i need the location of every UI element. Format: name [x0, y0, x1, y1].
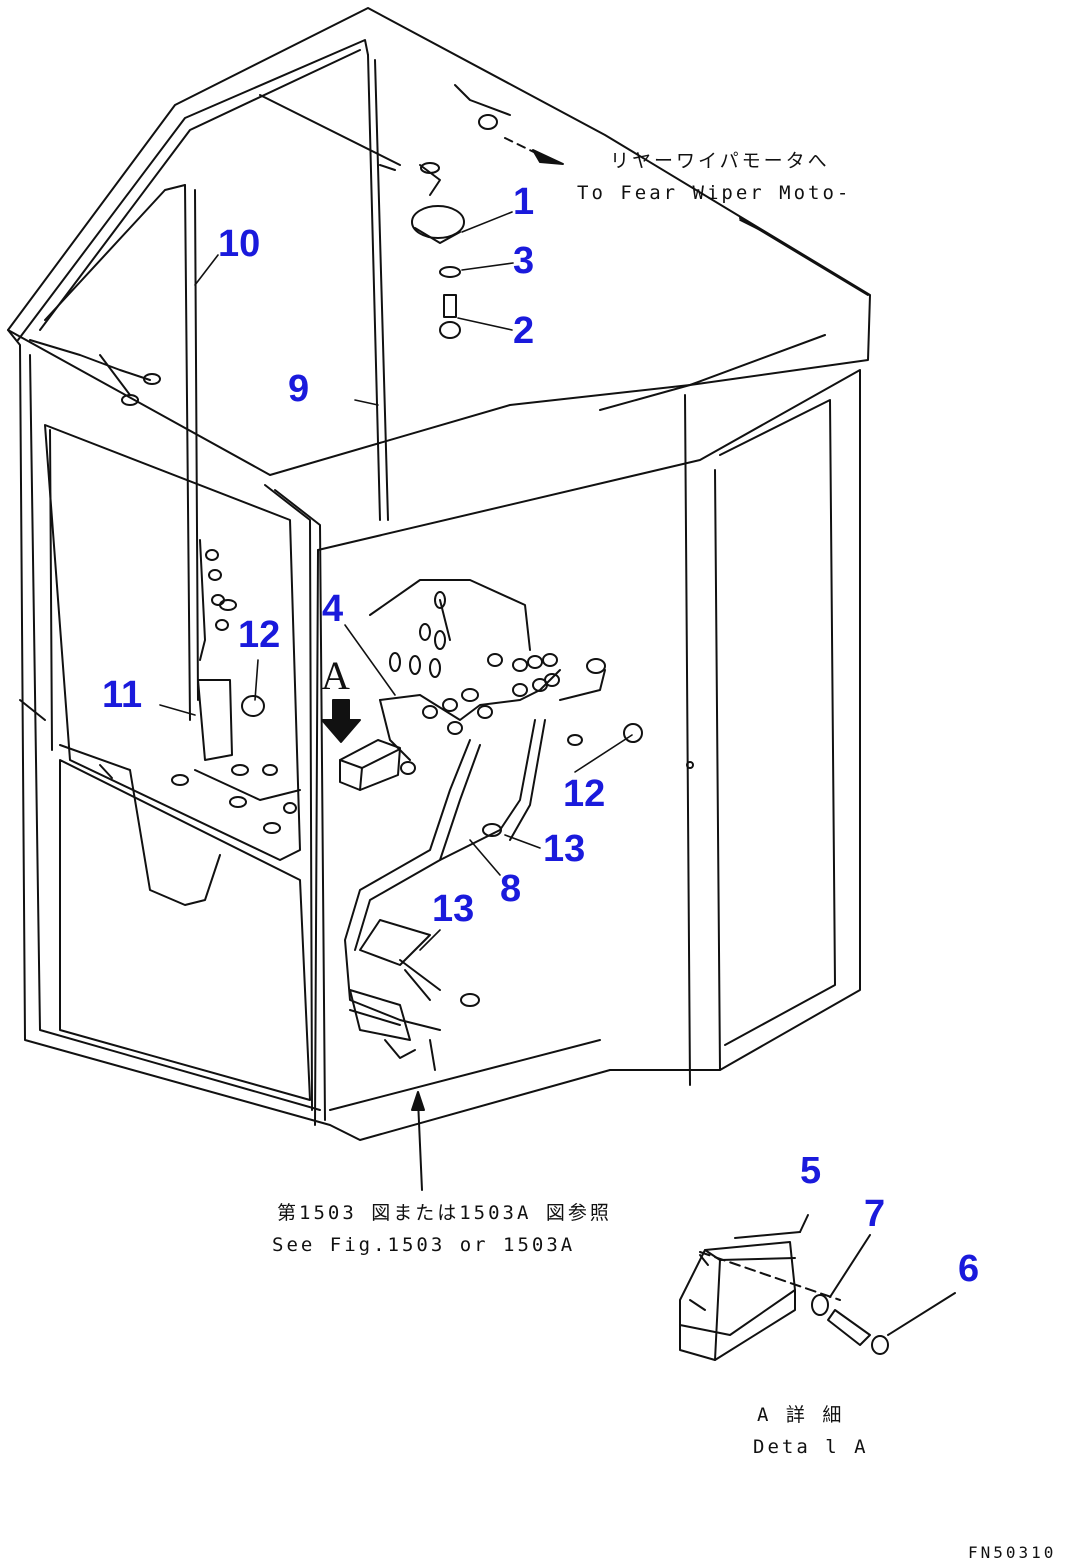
- view-a-label: A: [321, 653, 350, 698]
- callout-4: 4: [322, 588, 344, 630]
- cab-pillars: [44, 54, 721, 1121]
- grommet-right: [623, 723, 694, 769]
- callout-13-right: 13: [543, 828, 586, 870]
- detail-a-title-jp: A 詳 細: [757, 1404, 845, 1426]
- callout-8: 8: [500, 868, 522, 910]
- detail-a-title-en: Deta l A: [753, 1436, 869, 1458]
- callout-6: 6: [958, 1248, 980, 1290]
- callout-7: 7: [864, 1193, 886, 1235]
- callout-9: 9: [288, 368, 310, 410]
- callout-12-right: 12: [563, 773, 606, 815]
- callout-13-left: 13: [432, 888, 475, 930]
- callout-12-left: 12: [238, 614, 281, 656]
- see-fig-arrow: [411, 1091, 425, 1191]
- cab-left-side: [7, 329, 611, 1141]
- callout-5: 5: [800, 1150, 822, 1192]
- roof-harness: [29, 84, 541, 406]
- detail-a-drawing: [679, 1214, 956, 1361]
- see-fig-note-en: See Fig.1503 or 1503A: [272, 1234, 576, 1256]
- callout-2: 2: [513, 310, 535, 352]
- callout-11: 11: [102, 674, 143, 716]
- rear-wiper-note-jp: リヤーワイパモータへ: [610, 150, 830, 172]
- cab-right-side: [314, 369, 861, 1126]
- pillar-harness: [59, 539, 301, 906]
- floor-connector: [349, 989, 436, 1071]
- cab-roof: [7, 7, 871, 476]
- see-fig-note-jp: 第1503 図または1503A 図参照: [277, 1202, 612, 1224]
- drawing-code: FN50310: [968, 1543, 1057, 1562]
- view-a-arrow: [321, 699, 361, 743]
- main-harness: [344, 579, 606, 1031]
- callout-3: 3: [513, 240, 535, 282]
- relay-box: [339, 739, 401, 791]
- rear-wiper-note-en: To Fear Wiper Moto-: [577, 182, 852, 204]
- callout-1: 1: [513, 181, 535, 223]
- callout-10: 10: [218, 223, 261, 265]
- rear-wiper-arrow: [532, 149, 564, 165]
- room-lamp-parts: [411, 205, 465, 339]
